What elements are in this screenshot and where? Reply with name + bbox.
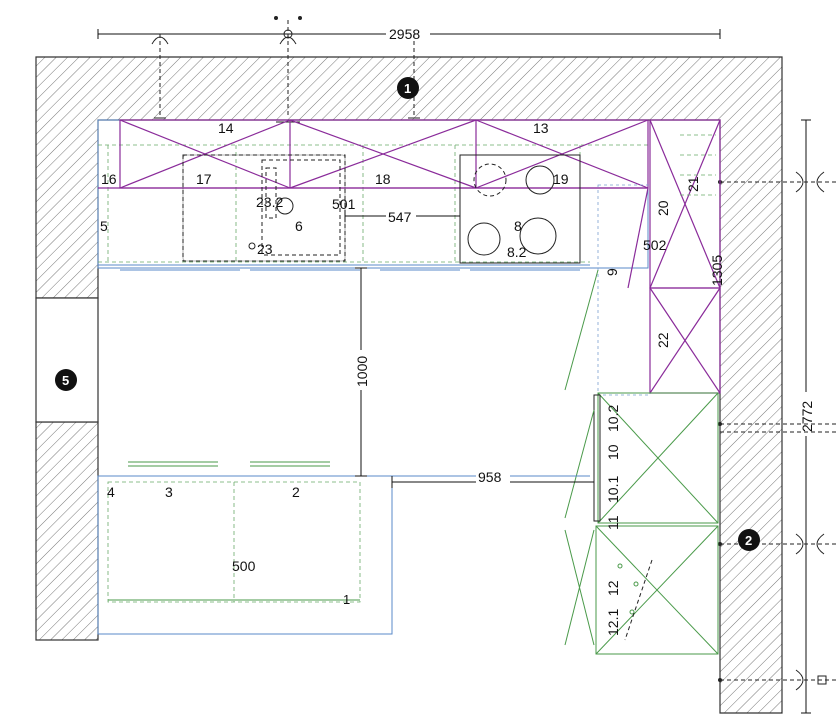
walls xyxy=(35,56,783,714)
label-8: 8 xyxy=(514,218,522,234)
label-14: 14 xyxy=(218,120,234,136)
label-21: 21 xyxy=(685,176,701,192)
label-12: 12 xyxy=(605,580,621,596)
label-500: 500 xyxy=(232,558,256,574)
marker-5[interactable]: 5 xyxy=(55,369,77,391)
dim-958: 958 xyxy=(478,469,502,485)
top-counter-run: 547 xyxy=(97,119,649,271)
cooktop xyxy=(459,154,581,264)
label-13: 13 xyxy=(533,120,549,136)
dimension-top-label: 2958 xyxy=(389,26,420,42)
label-10-2: 10.2 xyxy=(605,405,621,432)
label-20: 20 xyxy=(655,200,671,216)
label-16: 16 xyxy=(101,171,117,187)
label-17: 17 xyxy=(196,171,212,187)
label-1305: 1305 xyxy=(709,255,725,286)
label-12-1: 12.1 xyxy=(605,609,621,636)
label-23: 23 xyxy=(257,241,273,257)
label-502: 502 xyxy=(643,237,667,253)
wall-outer xyxy=(35,56,783,714)
dimension-top: 2958 xyxy=(97,16,721,123)
dimension-right-label: 2772 xyxy=(799,401,815,432)
label-8-2: 8.2 xyxy=(507,244,527,260)
label-3: 3 xyxy=(165,484,173,500)
window-opening xyxy=(35,297,99,423)
label-501: 501 xyxy=(332,196,356,212)
svg-text:1: 1 xyxy=(404,81,411,96)
cabinet-labels: 14 13 16 17 18 19 5 23.2 501 6 8 8.2 23 … xyxy=(100,120,725,636)
label-19: 19 xyxy=(553,171,569,187)
marker-2[interactable]: 2 xyxy=(738,529,760,551)
dimension-right: 2772 xyxy=(718,119,838,714)
marker-1[interactable]: 1 xyxy=(397,77,419,99)
dim-1000: 1000 xyxy=(354,356,370,387)
svg-text:2: 2 xyxy=(745,533,752,548)
label-10: 10 xyxy=(605,444,621,460)
wall-left-lower xyxy=(35,421,99,641)
label-9: 9 xyxy=(604,268,620,276)
label-23-2: 23.2 xyxy=(256,194,283,210)
dim-547: 547 xyxy=(388,209,412,225)
label-2: 2 xyxy=(292,484,300,500)
sink xyxy=(182,154,346,262)
label-11: 11 xyxy=(605,515,621,530)
label-6: 6 xyxy=(295,218,303,234)
label-1: 1 xyxy=(343,592,350,607)
lower-run xyxy=(97,461,590,635)
label-4: 4 xyxy=(107,484,115,500)
label-10-1: 10.1 xyxy=(605,476,621,503)
aisle-dimensions: 1000 958 xyxy=(353,267,594,488)
label-22: 22 xyxy=(655,332,671,348)
label-18: 18 xyxy=(375,171,391,187)
right-run xyxy=(564,119,721,655)
label-5: 5 xyxy=(100,218,108,234)
svg-text:5: 5 xyxy=(62,373,69,388)
